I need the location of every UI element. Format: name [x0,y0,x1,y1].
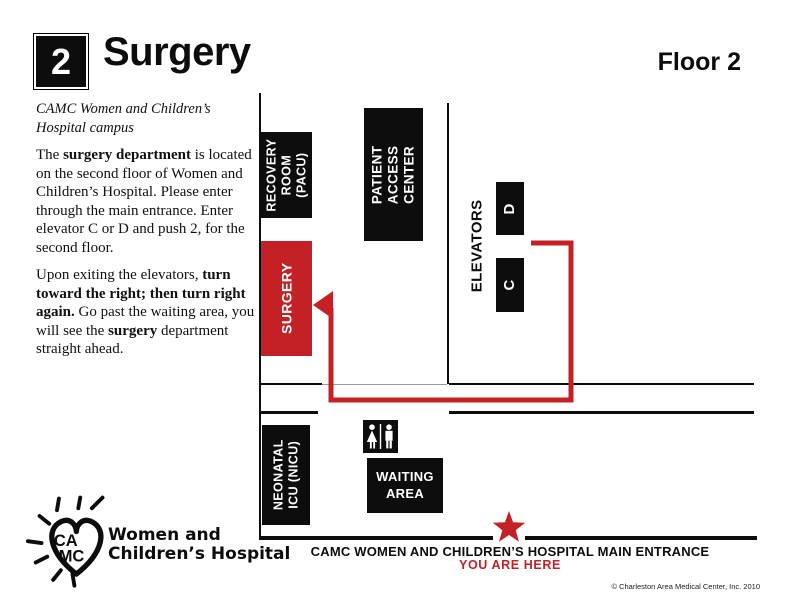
entrance-wall-left [259,536,493,540]
floor-number: 2 [36,36,86,87]
you-are-here-label: YOU ARE HERE [459,558,561,572]
room-neonatal-icu: NEONATAL ICU (NICU) [262,425,310,525]
entrance-wall-right [525,536,757,540]
route-path [328,240,574,403]
elevator-d-label: D [501,202,519,215]
directions-paragraph-1: The surgery department is located on the… [36,147,252,256]
wall-right-vertical [447,103,449,384]
wall-left-vertical [259,93,261,537]
page-title: Surgery [103,30,251,74]
elevators-label-box: ELEVATORS [460,192,494,300]
directions-paragraph-2: Upon exiting the elevators, turn toward … [36,267,255,357]
you-are-here-star-icon [492,511,526,542]
room-neonatal-icu-label: NEONATAL ICU (NICU) [271,439,301,511]
elevator-c-label: C [501,279,519,291]
camc-heart-logo-icon: CA MC [26,495,105,588]
copyright-text: © Charleston Area Medical Center, Inc. 2… [611,582,760,591]
room-surgery-label: SURGERY [278,262,295,335]
corridor-line-top-right [449,383,754,385]
floor-number-badge: 2 [33,33,89,90]
main-entrance-label: CAMC WOMEN AND CHILDREN’S HOSPITAL MAIN … [310,544,710,559]
route-arrow-icon [313,291,333,319]
corridor-line-bottom-right [449,411,754,414]
elevator-c: C [496,258,524,312]
room-recovery-pacu: RECOVERY ROOM (PACU) [261,132,312,218]
elevator-d: D [496,182,524,235]
waiting-area-label: WAITING AREA [376,469,434,501]
corridor-line-bottom-left [260,411,318,414]
corridor-line-top-middle [322,384,447,385]
logo-monogram-bottom: MC [59,547,85,565]
campus-note: CAMC Women and Children’s Hospital campu… [36,101,211,136]
room-recovery-pacu-label: RECOVERY ROOM (PACU) [264,138,308,212]
waiting-area: WAITING AREA [367,458,443,513]
floor-label: Floor 2 [657,48,741,76]
room-patient-access-center: PATIENT ACCESS CENTER [364,108,423,241]
corridor-line-top-left [260,383,322,385]
restroom-icon [363,420,398,453]
room-patient-access-center-label: PATIENT ACCESS CENTER [369,145,417,204]
logo-monogram-top: CA [54,532,78,550]
directions-text: The surgery department is located on the… [36,146,267,368]
elevators-label: ELEVATORS [468,199,486,293]
room-surgery: SURGERY [261,241,312,356]
logo-text: Women and Children’s Hospital [108,525,291,565]
